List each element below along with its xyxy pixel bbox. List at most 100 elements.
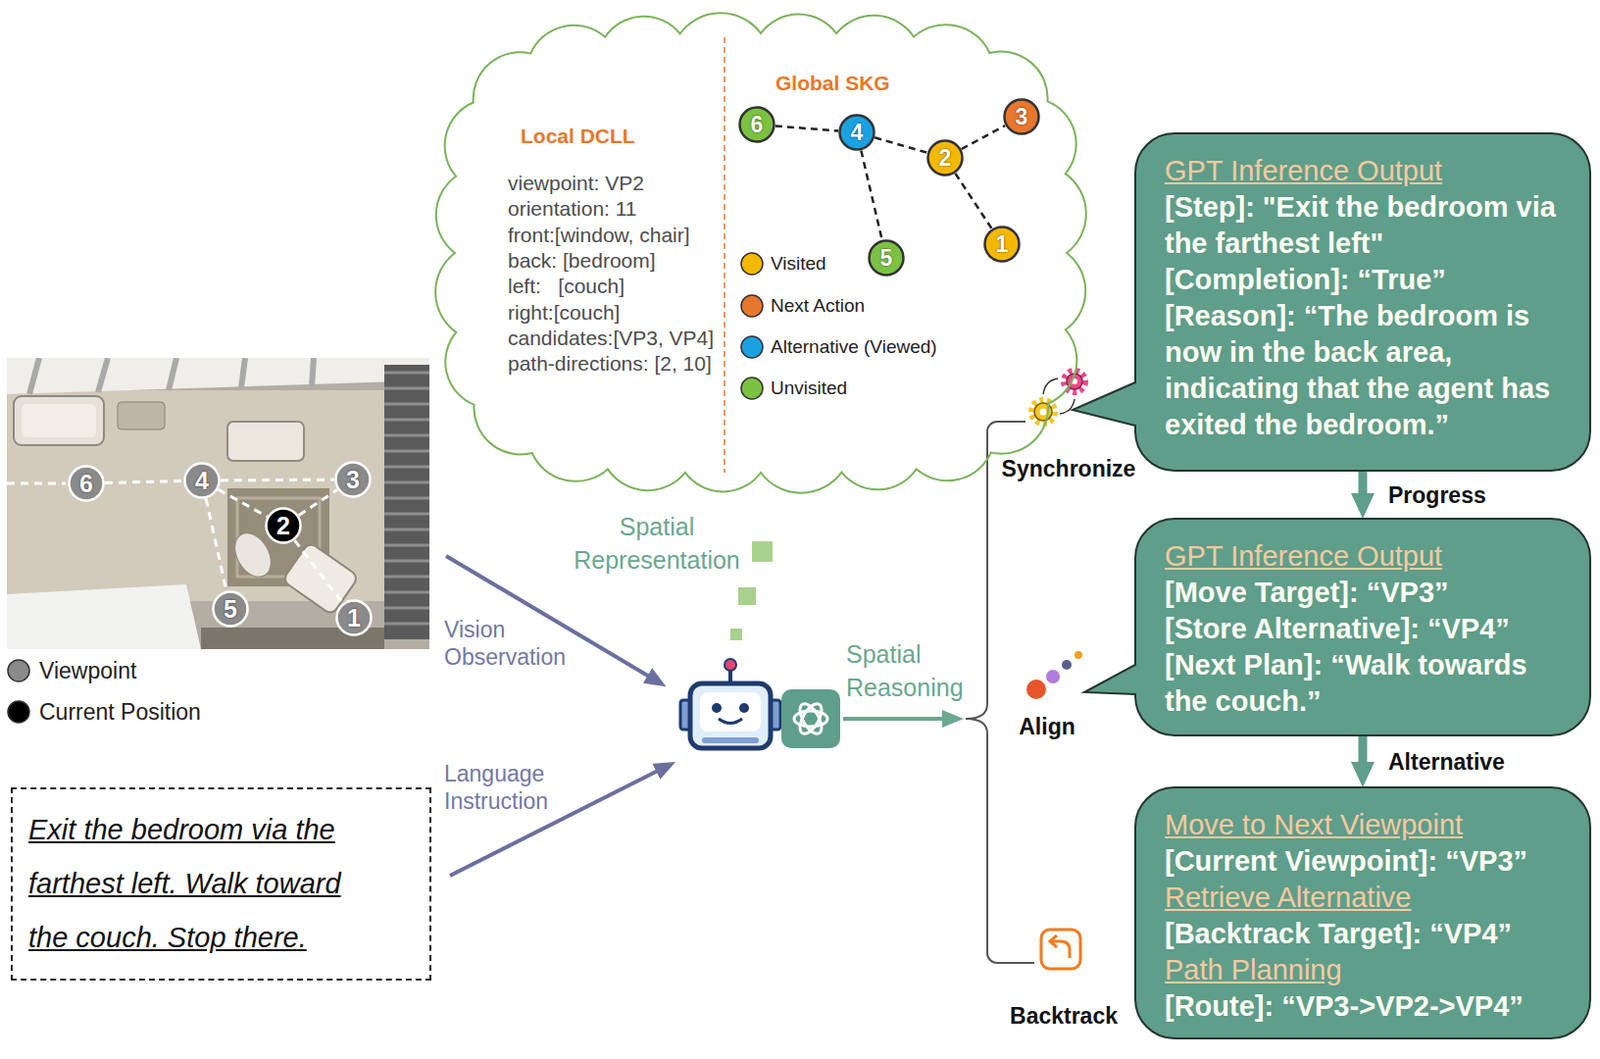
output-field: [Current Viewpoint]: “VP3” — [1164, 843, 1573, 880]
path-link — [961, 125, 1006, 150]
node-number: 2 — [939, 147, 952, 170]
instruction-text: Exit the bedroom via the farthest left. … — [28, 802, 381, 965]
legend-swatch-frame — [739, 332, 765, 362]
align-icon — [1026, 650, 1083, 700]
legend-text: Viewpoint — [39, 655, 137, 686]
edge-label: Alternative — [1388, 747, 1505, 777]
node-circle — [869, 241, 904, 276]
graph-node: 6 — [738, 105, 776, 144]
node-number: 1 — [996, 233, 1009, 256]
legend-text: Current Position — [39, 697, 201, 727]
output-field: [Store Alternative]: “VP4” — [1164, 610, 1573, 648]
output-field: [Backtrack Target]: “VP4” — [1164, 915, 1573, 952]
flow-arrow — [1358, 735, 1368, 768]
graph-node: 4 — [838, 113, 876, 151]
module-name: Synchronize — [995, 454, 1143, 483]
node-number: 2 — [276, 513, 291, 539]
output-field: [Completion]: “True” — [1164, 261, 1573, 299]
node-number: 1 — [347, 605, 361, 631]
bubble-shape — [1135, 787, 1591, 1039]
output-field: [Step]: "Exit the bedroom via the farthe… — [1164, 189, 1573, 262]
panel-heading: Local DCLL — [520, 123, 636, 150]
legend-swatch-frame — [739, 249, 765, 279]
node-circle — [213, 592, 249, 627]
cloud-shape — [435, 12, 1087, 493]
legend-text: Unvisited — [770, 373, 848, 403]
dcll-field: candidates:[VP3, VP4] — [507, 325, 714, 351]
floor-plan-ground — [6, 357, 430, 650]
graph-node: 3 — [1002, 98, 1041, 136]
edge-label: Progress — [1388, 480, 1487, 510]
legend-entry: Visited — [739, 249, 827, 279]
legend-swatch-frame — [739, 291, 765, 321]
node-circle — [985, 227, 1020, 262]
backtrack-icon — [1041, 929, 1081, 969]
legend-text: Next Action — [770, 291, 865, 321]
node-circle — [336, 462, 371, 498]
path-link — [295, 540, 344, 603]
legend-text: Alternative (Viewed) — [770, 332, 938, 362]
dcll-field: back: [bedroom] — [507, 248, 656, 274]
path-link — [218, 489, 268, 517]
output-heading: Move to Next Viewpoint — [1164, 806, 1573, 844]
node-number: 3 — [346, 467, 360, 493]
node-number: 6 — [79, 471, 94, 497]
output-heading: GPT Inference Output — [1164, 538, 1573, 575]
bubble-shape — [1072, 133, 1591, 471]
output-heading: Path Planning — [1164, 951, 1573, 989]
node-circle — [928, 141, 963, 176]
branch-bracket — [965, 421, 1035, 963]
window-blinds — [384, 364, 430, 640]
node-circle — [840, 115, 875, 150]
thought-square — [738, 587, 756, 605]
side-table — [117, 401, 165, 430]
output-field: [Reason]: “The bedroom is now in the bac… — [1164, 298, 1573, 444]
output-field: [Next Plan]: “Walk towards the couch.” — [1164, 647, 1573, 720]
legend-entry: Alternative (Viewed) — [739, 332, 938, 362]
legend-swatch — [7, 659, 30, 682]
flow-label: Vision Observation — [444, 615, 592, 671]
node-circle — [69, 466, 104, 501]
reasoning-arrow — [843, 716, 947, 721]
thought-cloud: Local DCLLviewpoint: VP2orientation: 11f… — [431, 7, 1091, 499]
viewpoint-marker: 1 — [335, 599, 373, 637]
legend-swatch — [741, 377, 763, 400]
module-name: Backtrack — [1000, 1001, 1128, 1030]
legend-swatch-frame — [739, 373, 765, 403]
legend-entry: Unvisited — [739, 373, 848, 403]
output-heading: Retrieve Alternative — [1164, 879, 1573, 916]
ceiling-band — [6, 357, 430, 395]
gpt-logo — [781, 689, 841, 749]
node-circle — [1004, 100, 1040, 135]
node-number: 3 — [1015, 105, 1029, 129]
node-number: 4 — [195, 468, 209, 494]
output-heading: GPT Inference Output — [1164, 152, 1573, 190]
viewpoint-marker: 3 — [334, 460, 372, 499]
node-number: 6 — [750, 113, 764, 137]
robot-agent-icon — [680, 658, 781, 749]
viewpoint-marker: 5 — [211, 590, 250, 628]
path-stub — [6, 482, 66, 486]
panel-divider — [723, 37, 726, 473]
path-link — [954, 173, 992, 229]
floor-plan-photo — [6, 357, 430, 650]
node-number: 5 — [880, 247, 894, 270]
output-field: [Move Target]: “VP3” — [1164, 574, 1573, 611]
path-link — [874, 137, 927, 152]
speech-bubble: GPT Inference Output[Move Target]: “VP3”… — [1135, 518, 1591, 736]
flow-arrow — [1358, 470, 1368, 500]
sofa-cushion — [21, 403, 97, 438]
dcll-field: viewpoint: VP2 — [507, 170, 645, 197]
legend-entry: Current Position — [5, 697, 201, 727]
panel-heading: Global SKG — [775, 70, 891, 97]
module-name: Align — [1009, 712, 1085, 741]
node-circle — [337, 600, 372, 636]
graph-node: 2 — [926, 139, 964, 177]
flow-label: Spatial Reasoning — [846, 637, 984, 704]
path-link — [299, 489, 338, 515]
node-circle — [185, 463, 220, 499]
thought-square — [751, 541, 773, 562]
couch — [227, 421, 304, 461]
node-number: 5 — [223, 597, 238, 622]
